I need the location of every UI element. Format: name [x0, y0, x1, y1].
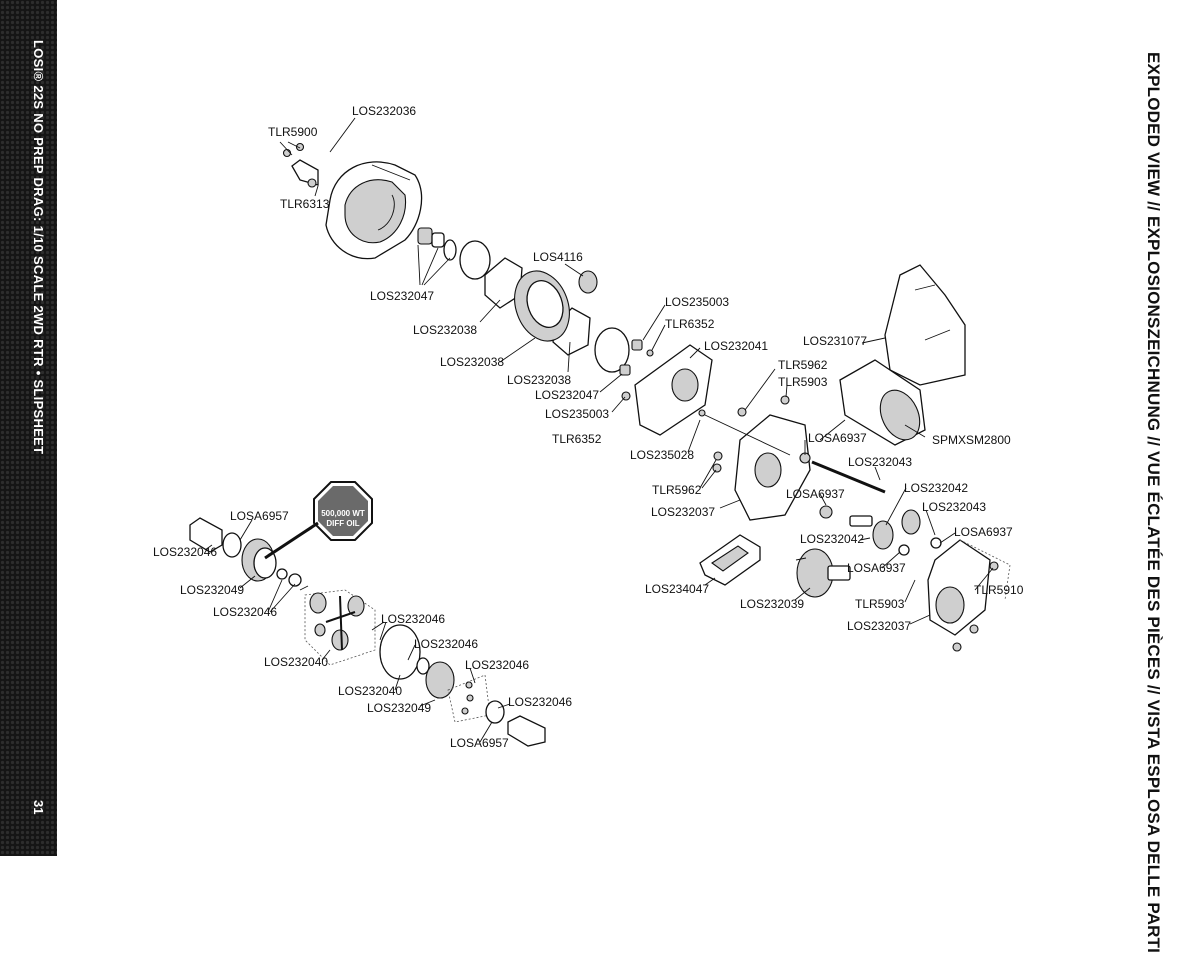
part-label: LOS235028 — [630, 448, 694, 462]
part-label: LOS232038 — [440, 355, 504, 369]
part-label: LOS232040 — [338, 684, 402, 698]
part-label: LOS231077 — [803, 334, 867, 348]
oil-badge-line1: 500,000 WT — [321, 509, 365, 518]
part-label: LOS232038 — [413, 323, 477, 337]
part-label: LOS232042 — [904, 481, 968, 495]
part-label: LOS232046 — [414, 637, 478, 651]
part-label: LOS232037 — [651, 505, 715, 519]
part-label: LOSA6937 — [847, 561, 906, 575]
outdrive-right-part — [485, 700, 546, 747]
outdrive-left-part — [189, 517, 242, 558]
diff-oil-badge: 500,000 WT DIFF OIL — [264, 481, 373, 560]
part-label: LOSA6957 — [230, 509, 289, 523]
part-label: LOS232049 — [367, 701, 431, 715]
part-labels: LOS232036 TLR5900 TLR6313 LOS232047 LOS2… — [153, 104, 1024, 750]
motor-plate-part — [634, 344, 713, 436]
sidebar: LOSI® 22S NO PREP DRAG: 1/10 SCALE 2WD R… — [0, 0, 57, 856]
part-label: LOS232039 — [740, 597, 804, 611]
diff-cover-part — [379, 624, 491, 723]
leader-lines — [204, 117, 994, 743]
motor-mount-part — [884, 264, 966, 386]
idler-gear-part — [872, 509, 942, 556]
part-label: LOS232046 — [381, 612, 445, 626]
battery-tray-part — [699, 534, 761, 586]
part-label: LOS232041 — [704, 339, 768, 353]
part-label: TLR6352 — [665, 317, 715, 331]
part-label: LOS232036 — [352, 104, 416, 118]
gearbox-cover-part — [927, 539, 1011, 652]
part-label: LOS232038 — [507, 373, 571, 387]
slipper-spring-part — [417, 227, 491, 280]
part-label: TLR5903 — [855, 597, 905, 611]
spur-gear-part — [514, 270, 598, 342]
gear-cover-part — [325, 161, 423, 260]
part-label: LOS4116 — [533, 250, 583, 264]
diff-internal-gears-part — [304, 589, 376, 666]
part-label: LOS232043 — [922, 500, 986, 514]
part-label: LOS234047 — [645, 582, 709, 596]
part-label: LOS232047 — [535, 388, 599, 402]
part-label: LOS232043 — [848, 455, 912, 469]
gearbox-half-part — [704, 395, 811, 521]
part-label: SPMXSM2800 — [932, 433, 1011, 447]
part-label: TLR5962 — [652, 483, 702, 497]
part-label: LOS232046 — [213, 605, 277, 619]
exploded-view-diagram: 500,000 WT DIFF OIL — [153, 104, 1024, 750]
screw-part-tlr5900 — [282, 142, 319, 188]
idler-shaft-part — [811, 460, 886, 527]
diff-housing-part — [795, 548, 851, 598]
part-label: TLR5900 — [268, 125, 318, 139]
part-label: LOS232040 — [264, 655, 328, 669]
part-label: TLR6313 — [280, 197, 330, 211]
diff-case-part — [241, 527, 313, 591]
part-label: LOS235003 — [665, 295, 729, 309]
motor-part — [819, 359, 926, 446]
part-label: TLR5962 — [778, 358, 828, 372]
part-label: LOSA6937 — [808, 431, 867, 445]
part-label: TLR5903 — [778, 375, 828, 389]
part-label: TLR5910 — [974, 583, 1024, 597]
part-label: TLR6352 — [552, 432, 602, 446]
part-label: LOS232047 — [370, 289, 434, 303]
part-label: LOS232046 — [153, 545, 217, 559]
oil-badge-line2: DIFF OIL — [326, 519, 359, 528]
part-label: LOS232046 — [508, 695, 572, 709]
part-label: LOS232046 — [465, 658, 529, 672]
part-label: LOS232049 — [180, 583, 244, 597]
part-label: LOSA6937 — [954, 525, 1013, 539]
part-label: LOS235003 — [545, 407, 609, 421]
part-label: LOS232037 — [847, 619, 911, 633]
part-label: LOS232042 — [800, 532, 864, 546]
part-label: LOSA6937 — [786, 487, 845, 501]
part-label: LOSA6957 — [450, 736, 509, 750]
